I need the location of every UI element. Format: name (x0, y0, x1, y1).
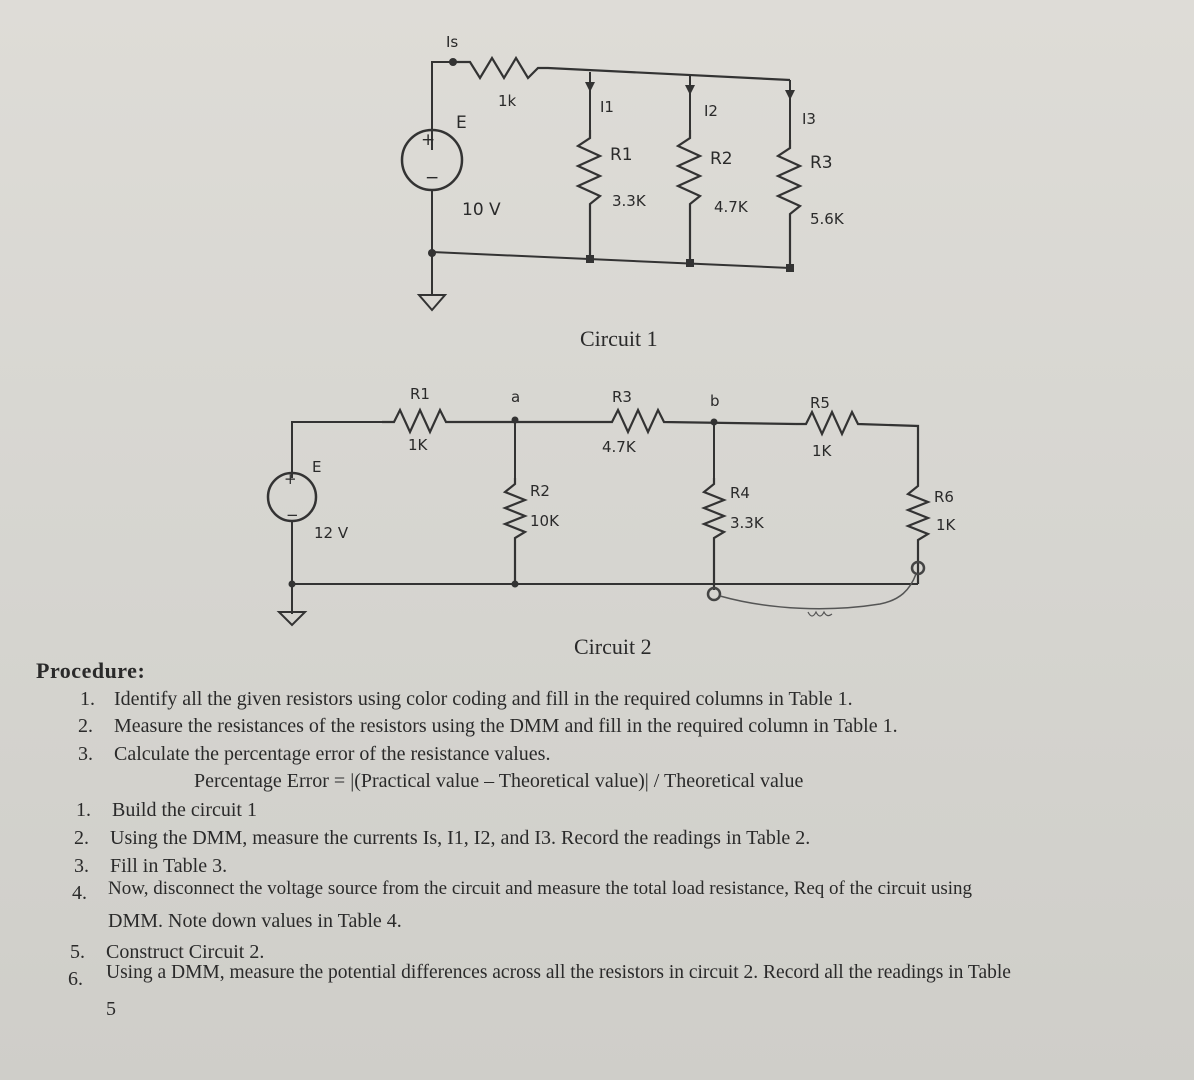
resistor-r4-c2 (701, 478, 727, 590)
list1-num-3: 3. (78, 743, 93, 765)
r4-c2-name: R4 (730, 484, 750, 502)
list2-item-6-cont: 5 (106, 998, 116, 1020)
handwritten-wire (719, 573, 917, 610)
source-voltage-c1: 10 V (462, 200, 501, 220)
r3-c2-name: R3 (612, 388, 632, 406)
procedure-heading: Procedure: (36, 658, 146, 683)
node-a-label: a (511, 388, 520, 406)
voltage-source-1 (400, 128, 464, 192)
r5-c2-name: R5 (810, 394, 830, 412)
source-label-c2: E (312, 458, 321, 476)
percentage-error-formula: Percentage Error = |(Practical value – T… (194, 770, 804, 792)
source-resistor (452, 55, 791, 82)
svg-text:+: + (421, 130, 435, 150)
circuit-2-caption: Circuit 2 (574, 634, 652, 659)
list2-item-4-cont: DMM. Note down values in Table 4. (108, 910, 402, 932)
list1-num-1: 1. (80, 688, 95, 710)
resistor-r2-c1 (675, 130, 703, 262)
svg-text:+: + (284, 470, 297, 488)
current-i1-label: I1 (600, 98, 614, 116)
r2-c1-name: R2 (710, 149, 733, 169)
resistor-r1-c1 (575, 130, 603, 258)
r3-c1-name: R3 (810, 153, 833, 173)
source-resistor-value: 1k (498, 92, 517, 110)
ground-symbol-1 (416, 294, 448, 312)
current-i3-label: I3 (802, 110, 816, 128)
list2-item-2: Using the DMM, measure the currents Is, … (110, 827, 811, 849)
r1-c2-name: R1 (410, 385, 430, 403)
list2-item-6: Using a DMM, measure the potential diffe… (106, 962, 1011, 983)
list1-num-2: 2. (78, 715, 93, 737)
circuit-1-caption: Circuit 1 (580, 326, 658, 351)
r2-c2-value: 10K (530, 512, 560, 530)
resistor-r3-c2 (604, 407, 797, 435)
resistor-r6-c2 (905, 480, 931, 584)
list2-item-5: Construct Circuit 2. (106, 941, 265, 963)
r1-c2-value: 1K (408, 436, 429, 454)
r3-c1-value: 5.6K (810, 210, 845, 228)
svg-text:−: − (286, 506, 299, 524)
source-label-c1: E (456, 113, 467, 133)
r3-c2-value: 4.7K (602, 438, 637, 456)
voltage-source-2 (266, 471, 318, 523)
list2-num-6: 6. (68, 968, 83, 990)
r2-c2-name: R2 (530, 482, 550, 500)
list2-num-2: 2. (74, 827, 89, 849)
list2-num-5: 5. (70, 941, 85, 963)
r1-c1-name: R1 (610, 145, 633, 165)
list1-item-2: Measure the resistances of the resistors… (114, 715, 898, 737)
list1-item-1: Identify all the given resistors using c… (114, 688, 853, 710)
list2-num-3: 3. (74, 855, 89, 877)
r6-c2-name: R6 (934, 488, 954, 506)
r4-c2-value: 3.3K (730, 514, 765, 532)
node-b-label: b (710, 392, 720, 410)
resistor-r3-c1 (775, 140, 803, 268)
list2-item-3: Fill in Table 3. (110, 855, 228, 877)
list1-item-3: Calculate the percentage error of the re… (114, 743, 551, 765)
r5-c2-value: 1K (812, 442, 833, 460)
resistor-r2-c2 (502, 478, 528, 584)
r6-c2-value: 1K (936, 516, 957, 534)
svg-text:−: − (425, 168, 439, 188)
list2-item-1: Build the circuit 1 (112, 799, 257, 821)
ground-symbol-2 (276, 611, 308, 627)
current-i2-label: I2 (704, 102, 718, 120)
list2-num-4: 4. (72, 882, 87, 904)
r2-c1-value: 4.7K (714, 198, 749, 216)
resistor-r5-c2 (796, 409, 920, 480)
resistor-r1-c2 (382, 407, 604, 435)
source-voltage-c2: 12 V (314, 524, 349, 542)
r1-c1-value: 3.3K (612, 192, 647, 210)
source-current-label: Is (446, 33, 458, 51)
list2-item-4: Now, disconnect the voltage source from … (108, 878, 973, 899)
list2-num-1: 1. (76, 799, 91, 821)
